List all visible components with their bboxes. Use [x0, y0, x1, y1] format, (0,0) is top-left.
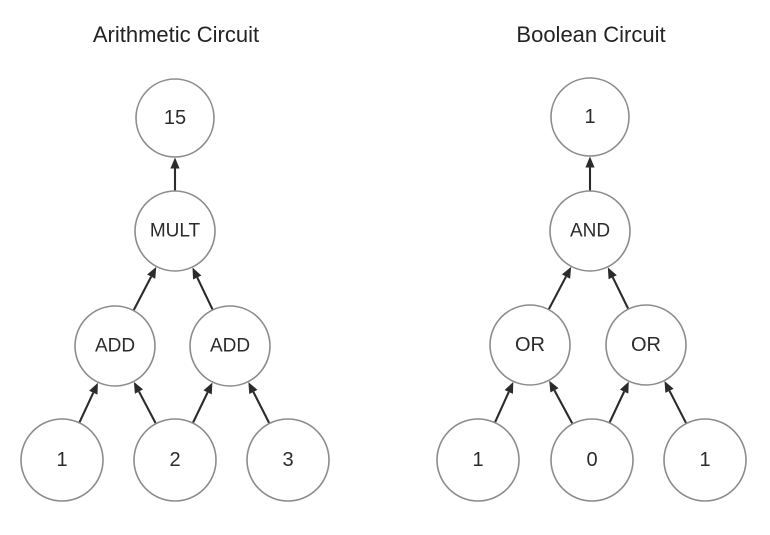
- edges-arithmetic: [78, 157, 271, 424]
- node-boolean-out[interactable]: 1: [550, 77, 630, 157]
- node-boolean-or1[interactable]: OR: [489, 304, 571, 386]
- edge-or1-to-and-arrowhead-icon: [561, 266, 572, 279]
- edge-mult-to-15-arrowhead-icon: [170, 157, 180, 169]
- edge-0-to-or1: [553, 389, 574, 424]
- node-label: OR: [515, 334, 545, 356]
- edge-add1-to-mult: [132, 276, 153, 311]
- node-circle-input[interactable]: [436, 418, 520, 502]
- edge-or2-to-and-arrowhead-icon: [607, 267, 617, 280]
- node-label: 3: [282, 449, 293, 471]
- node-circle-gate[interactable]: [489, 304, 571, 386]
- node-arithmetic-in2[interactable]: 2: [133, 418, 217, 502]
- edge-1-to-or2: [668, 390, 687, 424]
- edges-boolean: [494, 156, 687, 424]
- node-label: ADD: [95, 336, 135, 357]
- node-arithmetic-in3[interactable]: 3: [246, 418, 330, 502]
- node-circle-output[interactable]: [135, 78, 215, 158]
- node-circle-input[interactable]: [133, 418, 217, 502]
- node-label: 1: [699, 449, 710, 471]
- edge-2-to-add2: [192, 391, 209, 424]
- edge-2-to-add2-arrowhead-icon: [203, 382, 213, 395]
- node-label: AND: [570, 221, 610, 242]
- edge-0-to-or1-arrowhead-icon: [549, 380, 559, 393]
- node-circle-output[interactable]: [550, 77, 630, 157]
- edge-1-to-add1: [78, 392, 95, 423]
- node-circle-gate[interactable]: [549, 190, 631, 272]
- edge-0-to-or2: [608, 391, 626, 423]
- edge-and-to-1-arrowhead-icon: [585, 156, 595, 168]
- node-circle-gate[interactable]: [605, 304, 687, 386]
- node-circle-gate[interactable]: [189, 305, 271, 387]
- node-arithmetic-add2[interactable]: ADD: [189, 305, 271, 387]
- edge-or2-to-and: [611, 276, 630, 310]
- panel-title-arithmetic: Arithmetic Circuit: [93, 22, 259, 47]
- node-boolean-and[interactable]: AND: [549, 190, 631, 272]
- node-label: 1: [56, 449, 67, 471]
- panel-title-boolean: Boolean Circuit: [516, 22, 665, 47]
- node-arithmetic-add1[interactable]: ADD: [74, 305, 156, 387]
- node-arithmetic-mult[interactable]: MULT: [134, 190, 216, 272]
- node-circle-input[interactable]: [246, 418, 330, 502]
- edge-or1-to-and: [547, 276, 567, 310]
- edge-2-to-add1-arrowhead-icon: [133, 381, 144, 394]
- node-boolean-in2[interactable]: 0: [550, 418, 634, 502]
- node-label: 0: [586, 449, 597, 471]
- edge-3-to-add2-arrowhead-icon: [248, 382, 258, 394]
- node-label: 1: [472, 449, 483, 471]
- edge-1-to-add1-arrowhead-icon: [89, 382, 98, 395]
- node-circle-gate[interactable]: [74, 305, 156, 387]
- node-circle-input[interactable]: [550, 418, 634, 502]
- node-label: 1: [584, 106, 595, 128]
- edge-0-to-or2-arrowhead-icon: [619, 381, 629, 394]
- edge-3-to-add2: [252, 391, 271, 424]
- node-circle-input[interactable]: [20, 418, 104, 502]
- node-arithmetic-in1[interactable]: 1: [20, 418, 104, 502]
- node-arithmetic-out[interactable]: 15: [135, 78, 215, 158]
- edge-add1-to-mult-arrowhead-icon: [147, 266, 157, 279]
- node-circle-input[interactable]: [663, 418, 747, 502]
- node-circle-gate[interactable]: [134, 190, 216, 272]
- edge-2-to-add1: [138, 391, 157, 424]
- edge-1-to-or1: [494, 391, 510, 423]
- edge-add2-to-mult-arrowhead-icon: [192, 267, 202, 280]
- node-label: MULT: [150, 221, 201, 242]
- node-label: 2: [169, 449, 180, 471]
- edge-1-to-or2-arrowhead-icon: [664, 381, 674, 393]
- node-label: 15: [164, 107, 186, 129]
- edge-1-to-or1-arrowhead-icon: [504, 381, 514, 394]
- node-boolean-or2[interactable]: OR: [605, 304, 687, 386]
- node-boolean-in1[interactable]: 1: [436, 418, 520, 502]
- node-label: OR: [631, 334, 661, 356]
- node-label: ADD: [210, 336, 250, 357]
- edge-add2-to-mult: [196, 277, 214, 310]
- node-boolean-in3[interactable]: 1: [663, 418, 747, 502]
